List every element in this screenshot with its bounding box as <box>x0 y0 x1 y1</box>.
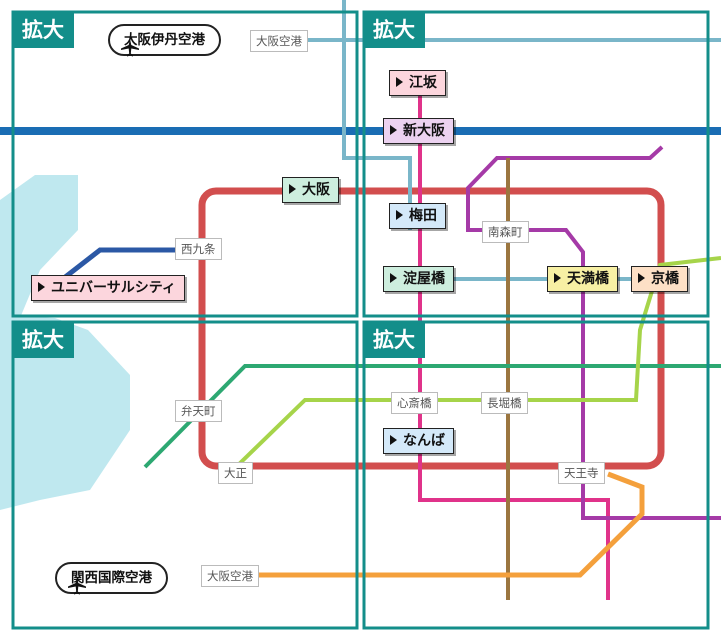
label-taisho: 大正 <box>218 462 253 484</box>
loop-line <box>198 187 665 470</box>
station-universal-city[interactable]: ユニバーサルシティ <box>31 275 185 301</box>
label-nishikujo: 西九条 <box>175 238 222 260</box>
label-kansai-airport-station: 大阪空港 <box>201 565 259 587</box>
nagahori-line <box>233 256 721 470</box>
quadrant-frame-nw <box>11 10 359 318</box>
label-tennoji: 天王寺 <box>558 462 605 484</box>
usj-line <box>53 247 180 287</box>
label-minamimorimachi: 南森町 <box>482 221 529 243</box>
kansai-airport-badge: 関西国際空港 <box>55 562 168 595</box>
quadrant-frame-se <box>362 320 710 630</box>
label-itami-airport-station: 大阪空港 <box>250 30 308 52</box>
zoom-tab-se[interactable]: 拡大 <box>363 322 425 358</box>
kansai-airport-name: 関西国際空港 <box>71 570 152 586</box>
itami-airport-name: 大阪伊丹空港 <box>124 32 205 48</box>
midosuji-line <box>418 70 610 600</box>
water-area <box>0 315 130 510</box>
station-osaka[interactable]: 大阪 <box>282 177 339 203</box>
airport-line <box>258 471 645 578</box>
water-area <box>0 175 78 330</box>
station-yodoyabashi[interactable]: 淀屋橋 <box>383 266 454 292</box>
station-kyobashi[interactable]: 京橋 <box>631 266 688 292</box>
label-shinsaibashi: 心斎橋 <box>391 392 438 414</box>
station-shin-osaka[interactable]: 新大阪 <box>383 118 454 144</box>
zoom-tab-sw[interactable]: 拡大 <box>12 322 74 358</box>
quadrant-frame-ne <box>362 10 710 318</box>
label-nagahoribashi: 長堀橋 <box>481 392 528 414</box>
quadrant-frame-sw <box>11 320 359 630</box>
station-esaka[interactable]: 江坂 <box>389 70 446 96</box>
station-namba[interactable]: なんば <box>383 428 454 454</box>
station-umeda[interactable]: 梅田 <box>389 203 446 229</box>
chuo-line <box>143 364 721 469</box>
itami-airport-badge: 大阪伊丹空港 <box>108 24 221 57</box>
station-temmabashi[interactable]: 天満橋 <box>547 266 618 292</box>
light-blue-line <box>342 0 412 230</box>
zoom-tab-nw[interactable]: 拡大 <box>12 12 74 48</box>
tanimachi-line <box>466 145 721 520</box>
label-bentencho: 弁天町 <box>175 400 222 422</box>
zoom-tab-ne[interactable]: 拡大 <box>363 12 425 48</box>
